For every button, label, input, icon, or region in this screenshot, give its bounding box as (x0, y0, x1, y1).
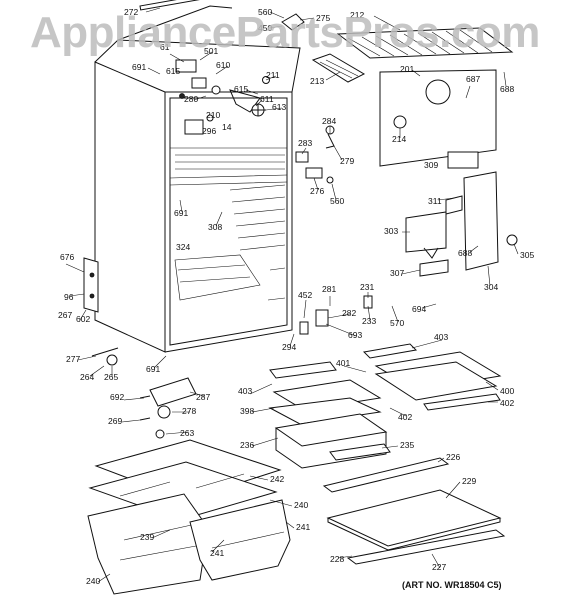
label-212: 212 (350, 10, 364, 20)
art-number: (ART NO. WR18504 C5) (402, 580, 502, 590)
watermark: AppliancePartsPros.com (30, 8, 540, 57)
label-403: 403 (434, 332, 448, 342)
label-239: 239 (140, 532, 154, 542)
label-278: 278 (182, 406, 196, 416)
label-611: 611 (260, 94, 274, 104)
label-296: 296 (202, 126, 216, 136)
label-687: 687 (466, 74, 480, 84)
label-694: 694 (412, 304, 426, 314)
label-265: 265 (104, 372, 118, 382)
label-570: 570 (390, 318, 404, 328)
label-676: 676 (60, 252, 74, 262)
label-613: 613 (272, 102, 286, 112)
label-228: 228 (330, 554, 344, 564)
label-305: 305 (520, 250, 534, 260)
label-231: 231 (360, 282, 374, 292)
label-615: 615 (234, 84, 248, 94)
label-501: 501 (204, 46, 218, 56)
label-264: 264 (80, 372, 94, 382)
damper-parts (405, 171, 518, 277)
label-693: 693 (348, 330, 362, 340)
leader-lines (65, 7, 519, 583)
label-450: 450 (258, 23, 272, 33)
label-96: 96 (64, 292, 74, 302)
label-287: 287 (196, 392, 210, 402)
glass-shelves (268, 343, 506, 565)
label-272: 272 (124, 7, 138, 17)
label-210: 210 (206, 110, 220, 120)
label-242: 242 (270, 474, 284, 484)
label-241: 241 (210, 548, 224, 558)
label-308: 308 (208, 222, 222, 232)
small-fittings (295, 125, 373, 335)
label-402: 402 (398, 412, 412, 422)
label-61: 61 (160, 42, 170, 52)
crisper-drawers (87, 439, 291, 595)
label-688: 688 (500, 84, 514, 94)
label-284: 284 (322, 116, 336, 126)
label-307: 307 (390, 268, 404, 278)
label-226: 226 (446, 452, 460, 462)
label-233: 233 (362, 316, 376, 326)
label-240: 240 (294, 500, 308, 510)
label-309: 309 (424, 160, 438, 170)
label-279: 279 (340, 156, 354, 166)
label-276: 276 (310, 186, 324, 196)
label-294: 294 (282, 342, 296, 352)
label-304: 304 (484, 282, 498, 292)
label-236: 236 (240, 440, 254, 450)
label-691: 691 (174, 208, 188, 218)
rear-panel (379, 69, 497, 169)
label-277: 277 (66, 354, 80, 364)
light-bar (311, 53, 366, 83)
label-14: 14 (222, 122, 232, 132)
label-692: 692 (110, 392, 124, 402)
label-213: 213 (310, 76, 324, 86)
label-280: 280 (184, 94, 198, 104)
label-401: 401 (336, 358, 350, 368)
label-267: 267 (58, 310, 72, 320)
hinge-parts (83, 257, 119, 366)
label-560: 560 (330, 196, 344, 206)
label-269: 269 (108, 416, 122, 426)
label-403: 403 (238, 386, 252, 396)
label-241: 241 (296, 522, 310, 532)
label-402: 402 (500, 398, 514, 408)
label-282: 282 (342, 308, 356, 318)
label-303: 303 (384, 226, 398, 236)
label-602: 602 (76, 314, 90, 324)
label-400: 400 (500, 386, 514, 396)
label-610: 610 (216, 60, 230, 70)
label-229: 229 (462, 476, 476, 486)
label-560: 560 (258, 7, 272, 17)
label-283: 283 (298, 138, 312, 148)
label-275: 275 (316, 13, 330, 23)
label-211: 211 (266, 70, 280, 80)
label-201: 201 (400, 64, 414, 74)
wire-shelf (336, 27, 514, 59)
label-281: 281 (322, 284, 336, 294)
label-311: 311 (428, 196, 442, 206)
label-240: 240 (86, 576, 100, 586)
label-398: 398 (240, 406, 254, 416)
label-452: 452 (298, 290, 312, 300)
control-parts (175, 59, 270, 135)
label-615: 615 (166, 66, 180, 76)
label-688: 688 (458, 248, 472, 258)
label-235: 235 (400, 440, 414, 450)
hinge-bracket (281, 13, 305, 31)
label-691: 691 (132, 62, 146, 72)
cabinet (94, 0, 301, 353)
label-263: 263 (180, 428, 194, 438)
label-324: 324 (176, 242, 190, 252)
label-214: 214 (392, 134, 406, 144)
label-691: 691 (146, 364, 160, 374)
